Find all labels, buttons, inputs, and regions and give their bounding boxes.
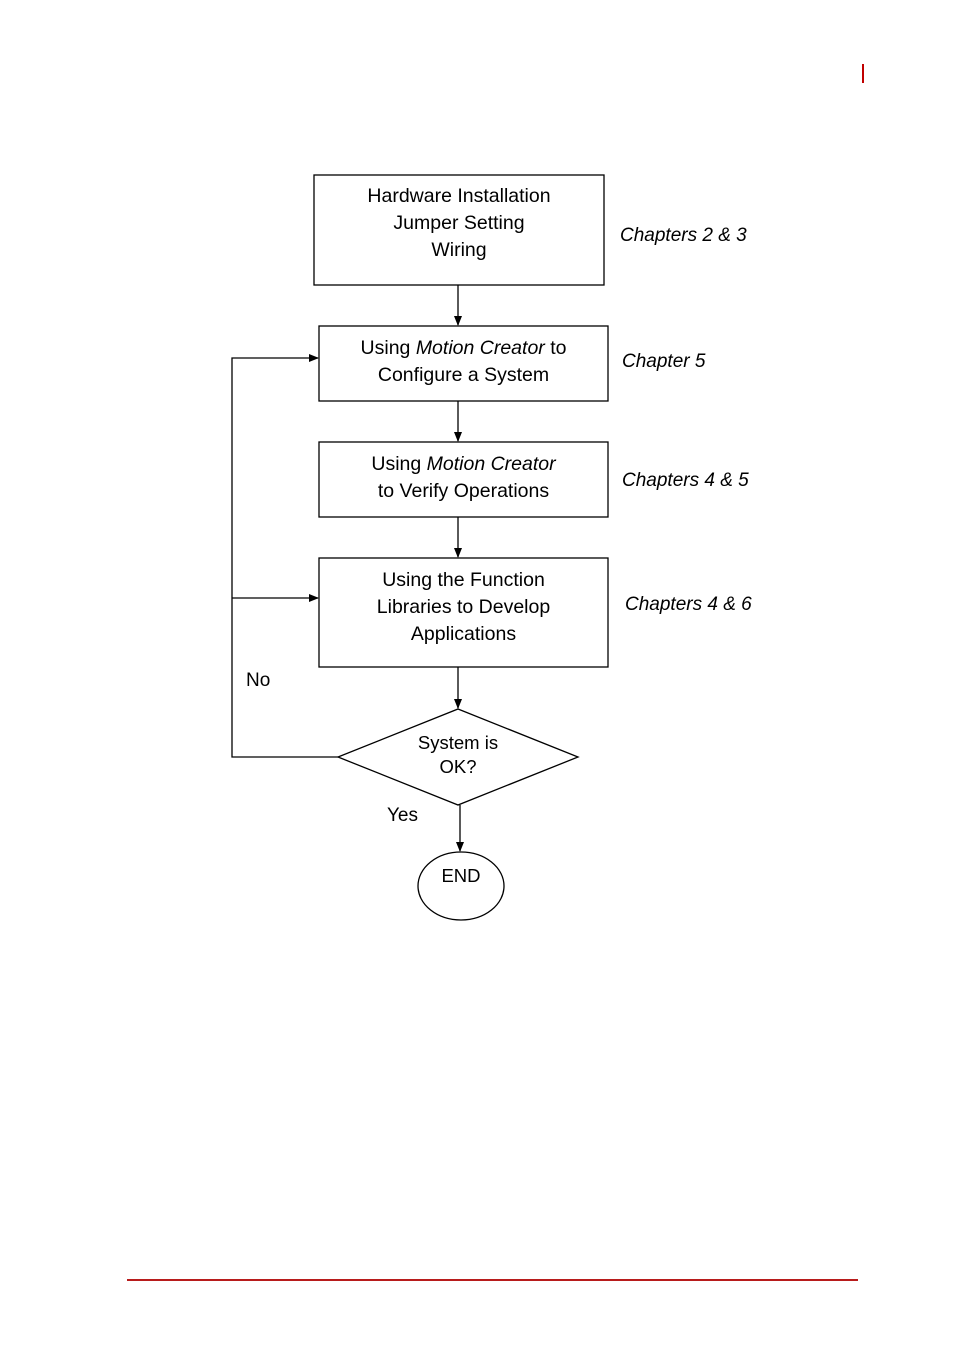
step-4-text: Using the Function Libraries to Develop … [319,567,608,648]
step-box-1 [313,174,605,286]
step-4-line-3: Applications [410,623,517,645]
step-1-line-1: Hardware Installation [367,185,551,207]
step-box-4 [318,557,609,668]
end-text: END [421,864,501,888]
step-1-line-3: Wiring [431,239,487,261]
step-box-3 [318,441,609,518]
step-3-text: Using Motion Creator to Verify Operation… [319,451,608,505]
step-4-reference: Chapters 4 & 6 [625,594,752,615]
footer-rule [127,1279,858,1281]
decision-text: System is OK? [398,731,518,779]
step-3-line-1: Using Motion Creator [371,453,556,475]
step-2-reference: Chapter 5 [622,351,706,372]
step-1-text: Hardware Installation Jumper Setting Wir… [314,183,604,264]
step-1-line-2: Jumper Setting [393,212,525,234]
decision-line-1: System is [417,732,499,753]
step-1-reference: Chapters 2 & 3 [620,225,747,246]
step-4-line-1: Using the Function [382,569,545,591]
yes-label: Yes [387,805,418,826]
decision-diamond [336,708,580,806]
header-mark [862,64,864,83]
no-label: No [246,670,271,691]
no-loop-line [231,354,338,758]
decision-line-2: OK? [439,756,477,777]
end-terminator [417,851,505,921]
step-2-line-2: Configure a System [377,364,550,386]
step-2-text: Using Motion Creator to Configure a Syst… [319,335,608,389]
end-label: END [441,865,481,886]
step-3-line-2: to Verify Operations [377,480,550,502]
step-4-line-2: Libraries to Develop [376,596,551,618]
step-2-line-1: Using Motion Creator to [360,337,567,359]
step-box-2 [318,325,609,402]
step-3-reference: Chapters 4 & 5 [622,470,749,491]
